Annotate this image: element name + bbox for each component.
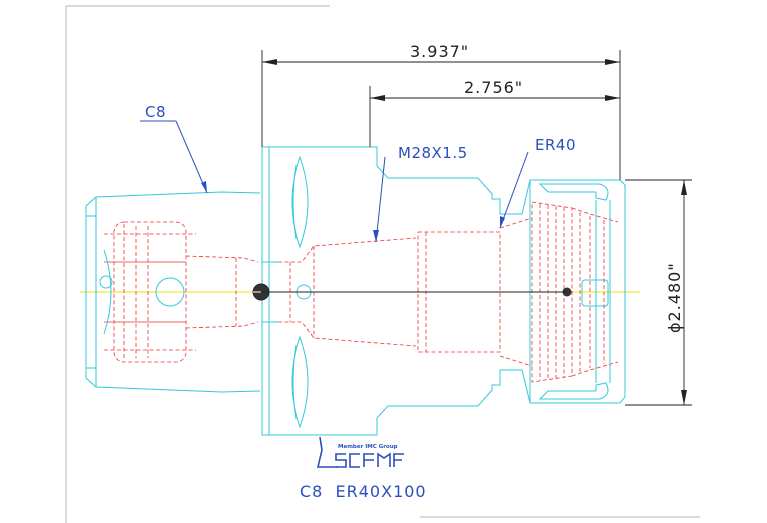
- gauge-length-label: 2.756": [464, 78, 523, 97]
- shank-outline: [85, 191, 261, 393]
- callout-collet: [499, 151, 529, 229]
- callout-shank: [140, 120, 208, 194]
- dimension-diameter: [625, 179, 692, 406]
- shank-hidden-lines: [99, 221, 259, 363]
- collet-callout-label: ER40: [535, 136, 576, 154]
- center-markers: [252, 283, 572, 301]
- callout-thread: [373, 156, 386, 243]
- logo-tagline: Member IMC Group: [338, 444, 398, 450]
- nut-outline: [529, 180, 611, 403]
- iscar-wordmark: [316, 436, 404, 468]
- overall-length-label: 3.937": [410, 42, 469, 61]
- diameter-label: ϕ2.480": [665, 262, 684, 333]
- page-border: [65, 5, 700, 523]
- shank-callout-label: C8: [145, 103, 166, 121]
- part-number-title: C8 ER40X100: [300, 482, 427, 501]
- dimension-overall-length: [261, 50, 621, 180]
- dimension-gauge-length: [369, 86, 620, 147]
- thread-callout-label: M28X1.5: [398, 144, 468, 162]
- brand-logo: Member IMC Group: [316, 436, 404, 468]
